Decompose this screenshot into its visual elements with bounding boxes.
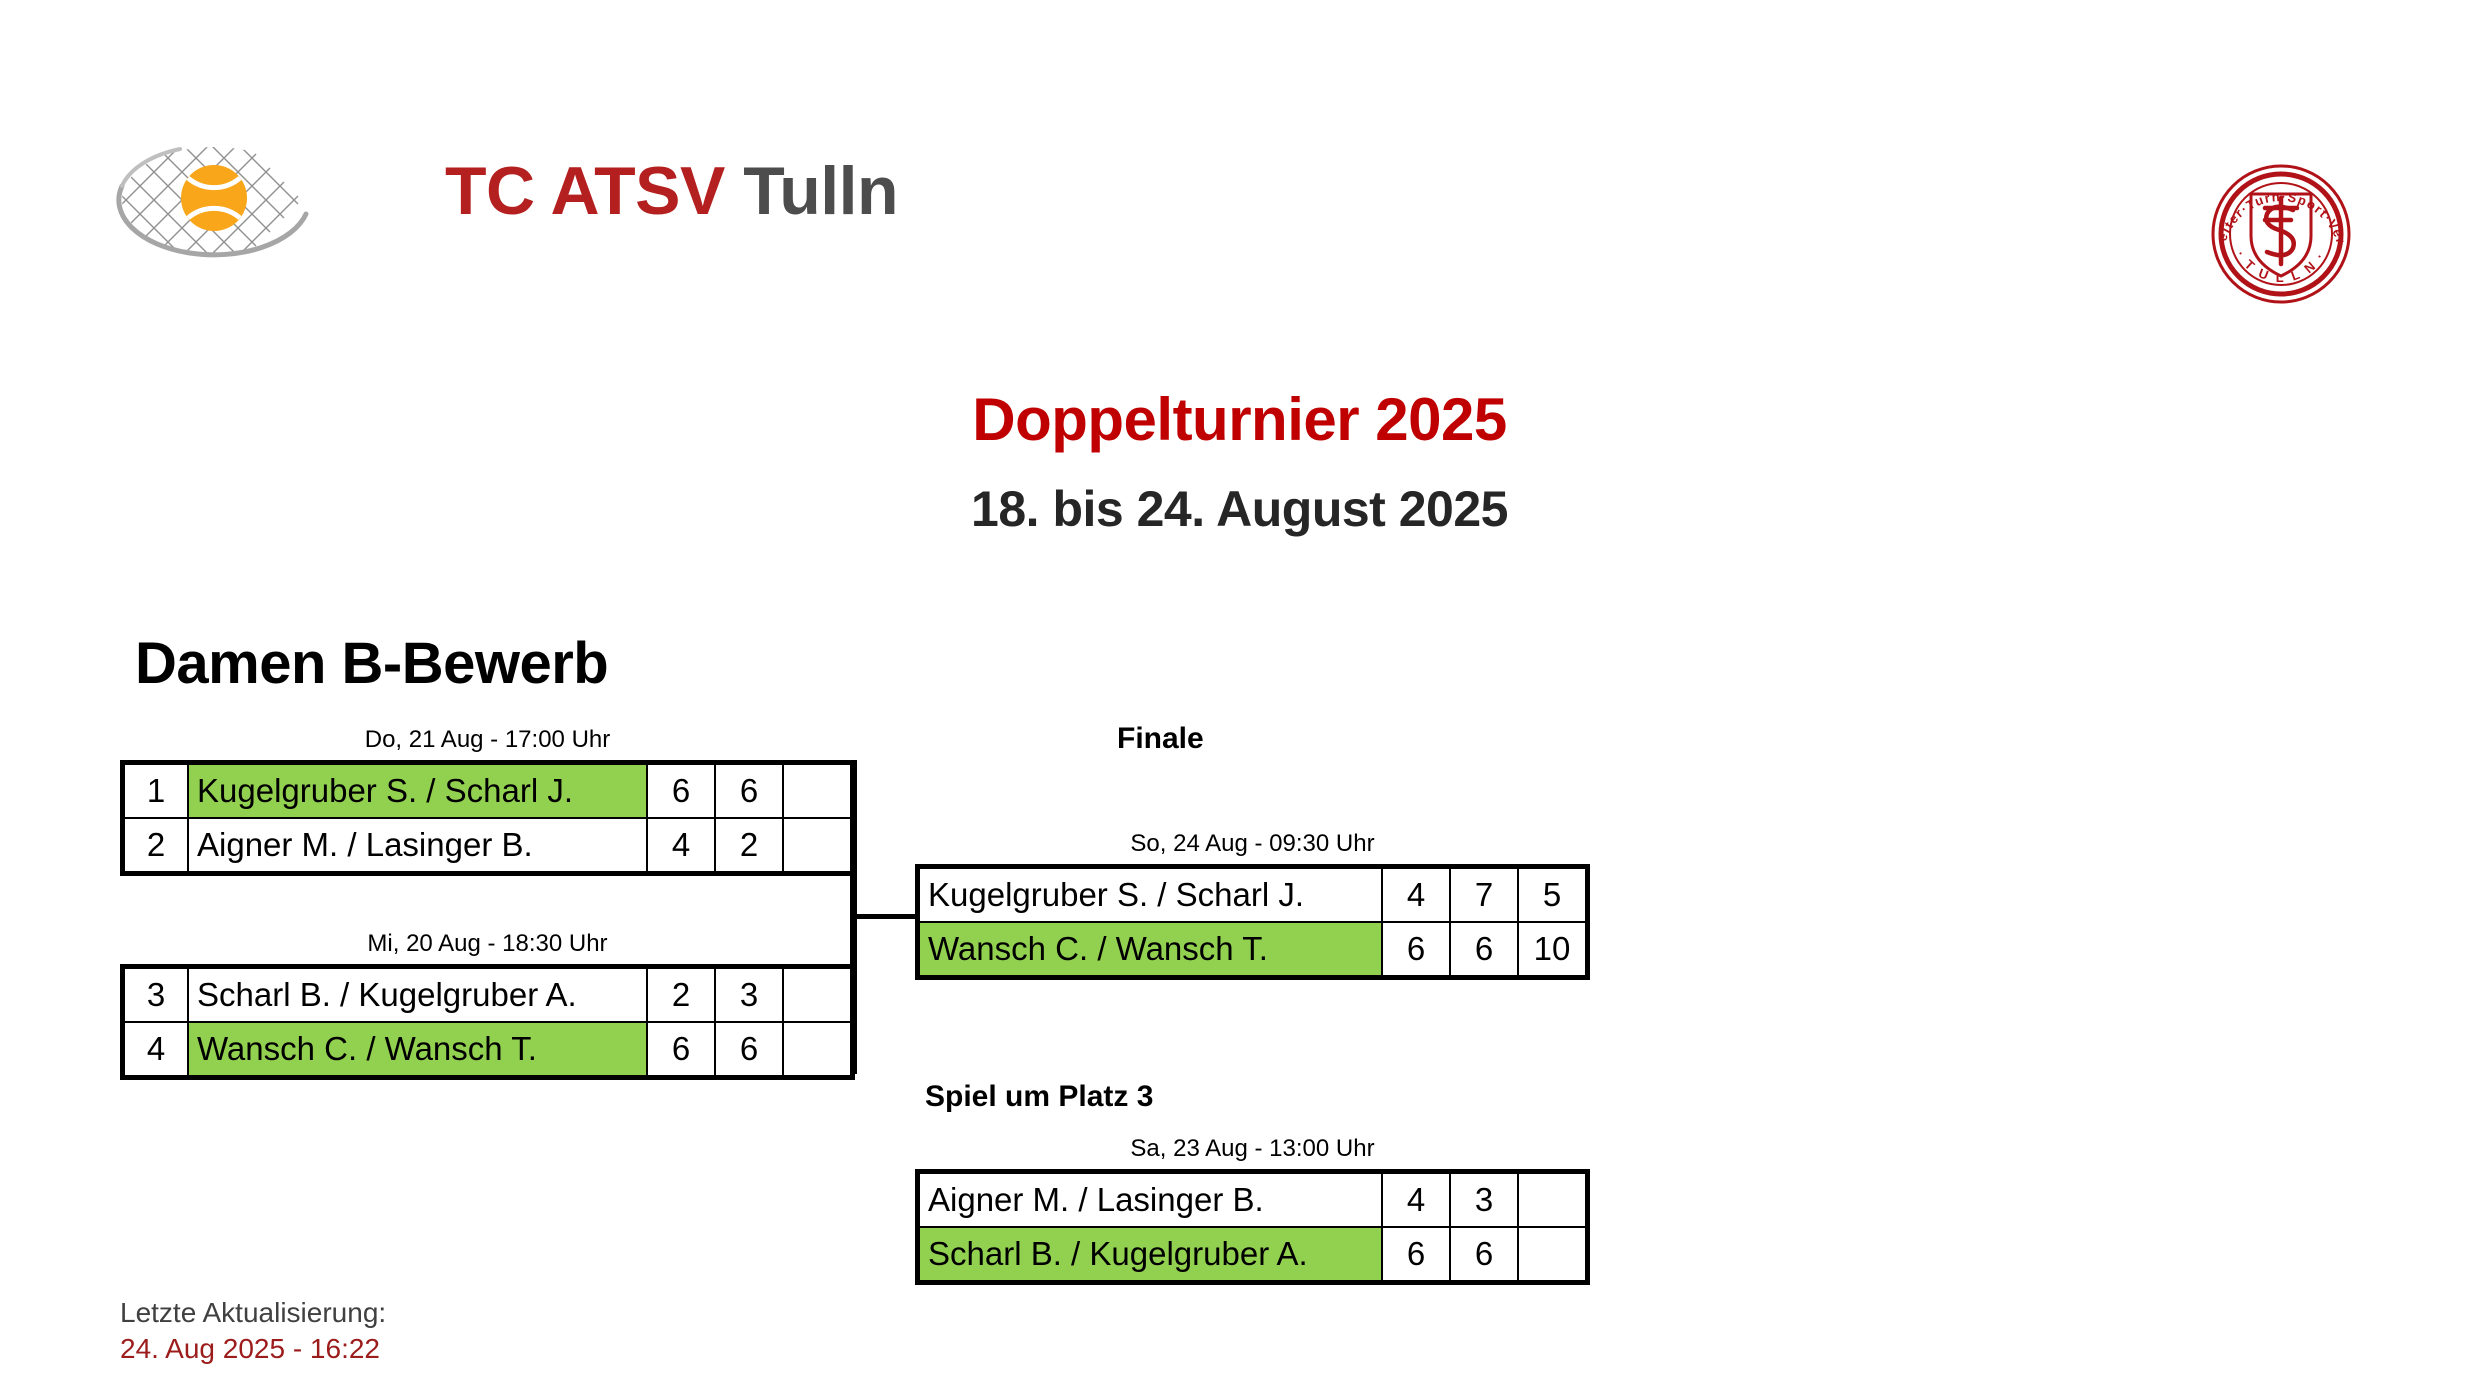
set-score-3 [782,1021,854,1079]
table-row[interactable]: Aigner M. / Lasinger B. 4 3 [916,1170,1589,1228]
set-score-3: 10 [1517,921,1589,979]
set-score-2: 3 [714,965,784,1023]
seed-number: 2 [121,817,189,875]
final-table: Kugelgruber S. / Scharl J. 4 7 5 Wansch … [915,864,1590,980]
semifinal-1-date: Do, 21 Aug - 17:00 Uhr [364,726,611,753]
last-update-label: Letzte Aktualisierung: [120,1297,387,1328]
last-update-value: 24. Aug 2025 - 16:22 [120,1332,380,1364]
seed-number: 1 [121,761,189,819]
set-score-1: 4 [1381,1170,1451,1228]
table-row[interactable]: 3 Scharl B. / Kugelgruber A. 2 3 [121,965,854,1023]
set-score-2: 6 [714,761,784,819]
set-score-1: 6 [646,1021,716,1079]
semifinal-1-table: 1 Kugelgruber S. / Scharl J. 6 6 2 Aigne… [120,760,855,876]
tennis-racket-ball-icon [116,147,309,258]
team-name: Aigner M. / Lasinger B. [187,817,648,875]
team-name: Scharl B. / Kugelgruber A. [916,1226,1383,1284]
team-name: Kugelgruber S. / Scharl J. [187,761,648,819]
seed-number: 3 [121,965,189,1023]
set-score-2: 6 [714,1021,784,1079]
team-name: Wansch C. / Wansch T. [916,921,1383,979]
table-row[interactable]: Kugelgruber S. / Scharl J. 4 7 5 [916,865,1589,923]
club-name-red: TC ATSV [445,153,725,229]
table-row[interactable]: 4 Wansch C. / Wansch T. 6 6 [121,1021,854,1079]
table-row[interactable]: 2 Aigner M. / Lasinger B. 4 2 [121,817,854,875]
set-score-2: 6 [1449,1226,1519,1284]
team-name: Scharl B. / Kugelgruber A. [187,965,648,1023]
set-score-1: 4 [646,817,716,875]
seed-number: 4 [121,1021,189,1079]
page-title: Doppelturnier 2025 [972,386,1507,453]
page-subtitle: 18. bis 24. August 2025 [971,481,1508,537]
semifinal-2-table: 3 Scharl B. / Kugelgruber A. 2 3 4 Wansc… [120,964,855,1080]
club-logo: TC ATSV Tulln [110,140,899,270]
set-score-1: 6 [646,761,716,819]
set-score-2: 6 [1449,921,1519,979]
team-name: Wansch C. / Wansch T. [187,1021,648,1079]
set-score-1: 4 [1381,865,1451,923]
bracket-horizontal-connector [850,914,920,919]
third-place-date: Sa, 23 Aug - 13:00 Uhr [1130,1135,1375,1162]
set-score-3 [1517,1170,1589,1228]
table-row[interactable]: Wansch C. / Wansch T. 6 6 10 [916,921,1589,979]
set-score-3 [1517,1226,1589,1284]
set-score-1: 2 [646,965,716,1023]
table-row[interactable]: Scharl B. / Kugelgruber A. 6 6 [916,1226,1589,1284]
set-score-1: 6 [1381,921,1451,979]
club-name-gray: Tulln [743,153,899,229]
team-name: Kugelgruber S. / Scharl J. [916,865,1383,923]
final-block: So, 24 Aug - 09:30 Uhr Kugelgruber S. / … [915,830,1590,980]
semifinal-1-block: Do, 21 Aug - 17:00 Uhr 1 Kugelgruber S. … [120,726,855,876]
semifinal-2-date: Mi, 20 Aug - 18:30 Uhr [367,930,608,957]
third-place-table: Aigner M. / Lasinger B. 4 3 Scharl B. / … [915,1169,1590,1285]
set-score-2: 7 [1449,865,1519,923]
set-score-2: 3 [1449,1170,1519,1228]
draw-title: Damen B-Bewerb [135,631,609,696]
atsv-tulln-seal-icon: Arbeiter·Turn·Sport·Verein · T U L L N · [2205,158,2351,304]
last-update-footer: Letzte Aktualisierung: 24. Aug 2025 - 16… [120,1295,386,1367]
team-name: Aigner M. / Lasinger B. [916,1170,1383,1228]
final-date: So, 24 Aug - 09:30 Uhr [1130,830,1375,857]
third-place-heading: Spiel um Platz 3 [925,1080,1154,1113]
set-score-3 [782,965,854,1023]
set-score-3 [782,761,854,819]
club-wordmark: TC ATSV Tulln [445,152,899,230]
third-place-block: Sa, 23 Aug - 13:00 Uhr Aigner M. / Lasin… [915,1135,1590,1285]
table-row[interactable]: 1 Kugelgruber S. / Scharl J. 6 6 [121,761,854,819]
svg-text:Arbeiter·Turn·Sport·Verein: Arbeiter·Turn·Sport·Verein [2205,158,2349,246]
final-heading: Finale [1117,722,1204,755]
set-score-3: 5 [1517,865,1589,923]
semifinal-2-block: Mi, 20 Aug - 18:30 Uhr 3 Scharl B. / Kug… [120,930,855,1080]
set-score-3 [782,817,854,875]
set-score-1: 6 [1381,1226,1451,1284]
set-score-2: 2 [714,817,784,875]
